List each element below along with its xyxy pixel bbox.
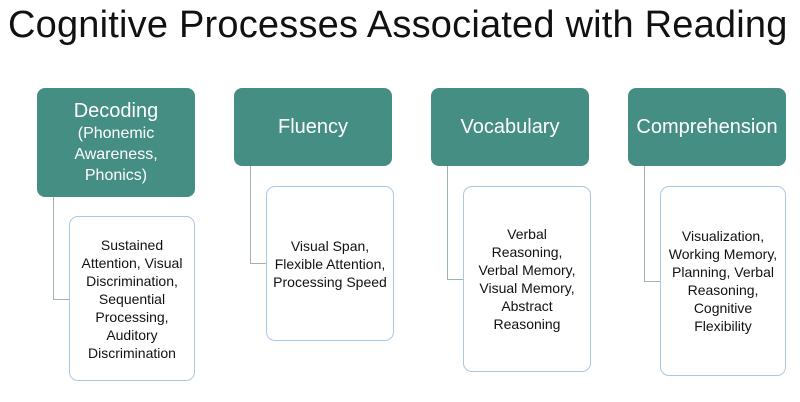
detail-text-fluency: Visual Span, Flexible Attention, Process… — [273, 237, 387, 290]
detail-box-fluency: Visual Span, Flexible Attention, Process… — [266, 186, 394, 341]
detail-box-decoding: Sustained Attention, Visual Discriminati… — [69, 216, 195, 381]
header-label-fluency: Fluency — [277, 115, 349, 138]
header-label-vocabulary: Vocabulary — [460, 115, 560, 138]
header-box-vocabulary: Vocabulary — [431, 88, 589, 166]
header-label-decoding: Decoding — [73, 99, 159, 122]
detail-box-vocabulary: Verbal Reasoning, Verbal Memory, Visual … — [463, 186, 591, 372]
header-box-comprehension: Comprehension — [628, 88, 786, 166]
header-sublabel-decoding: (Phonemic Awareness, Phonics) — [74, 124, 158, 184]
detail-text-comprehension: Visualization, Working Memory, Planning,… — [668, 228, 778, 334]
connector-vocabulary — [447, 165, 464, 280]
header-label-comprehension: Comprehension — [636, 115, 778, 138]
detail-box-comprehension: Visualization, Working Memory, Planning,… — [660, 186, 786, 376]
connector-comprehension — [644, 165, 661, 282]
connector-decoding — [53, 196, 70, 300]
header-box-decoding: Decoding (Phonemic Awareness, Phonics) — [37, 88, 195, 197]
diagram-title: Cognitive Processes Associated with Read… — [8, 4, 788, 46]
detail-text-vocabulary: Verbal Reasoning, Verbal Memory, Visual … — [478, 226, 576, 332]
detail-text-decoding: Sustained Attention, Visual Discriminati… — [81, 236, 183, 361]
header-box-fluency: Fluency — [234, 88, 392, 166]
connector-fluency — [250, 165, 267, 264]
